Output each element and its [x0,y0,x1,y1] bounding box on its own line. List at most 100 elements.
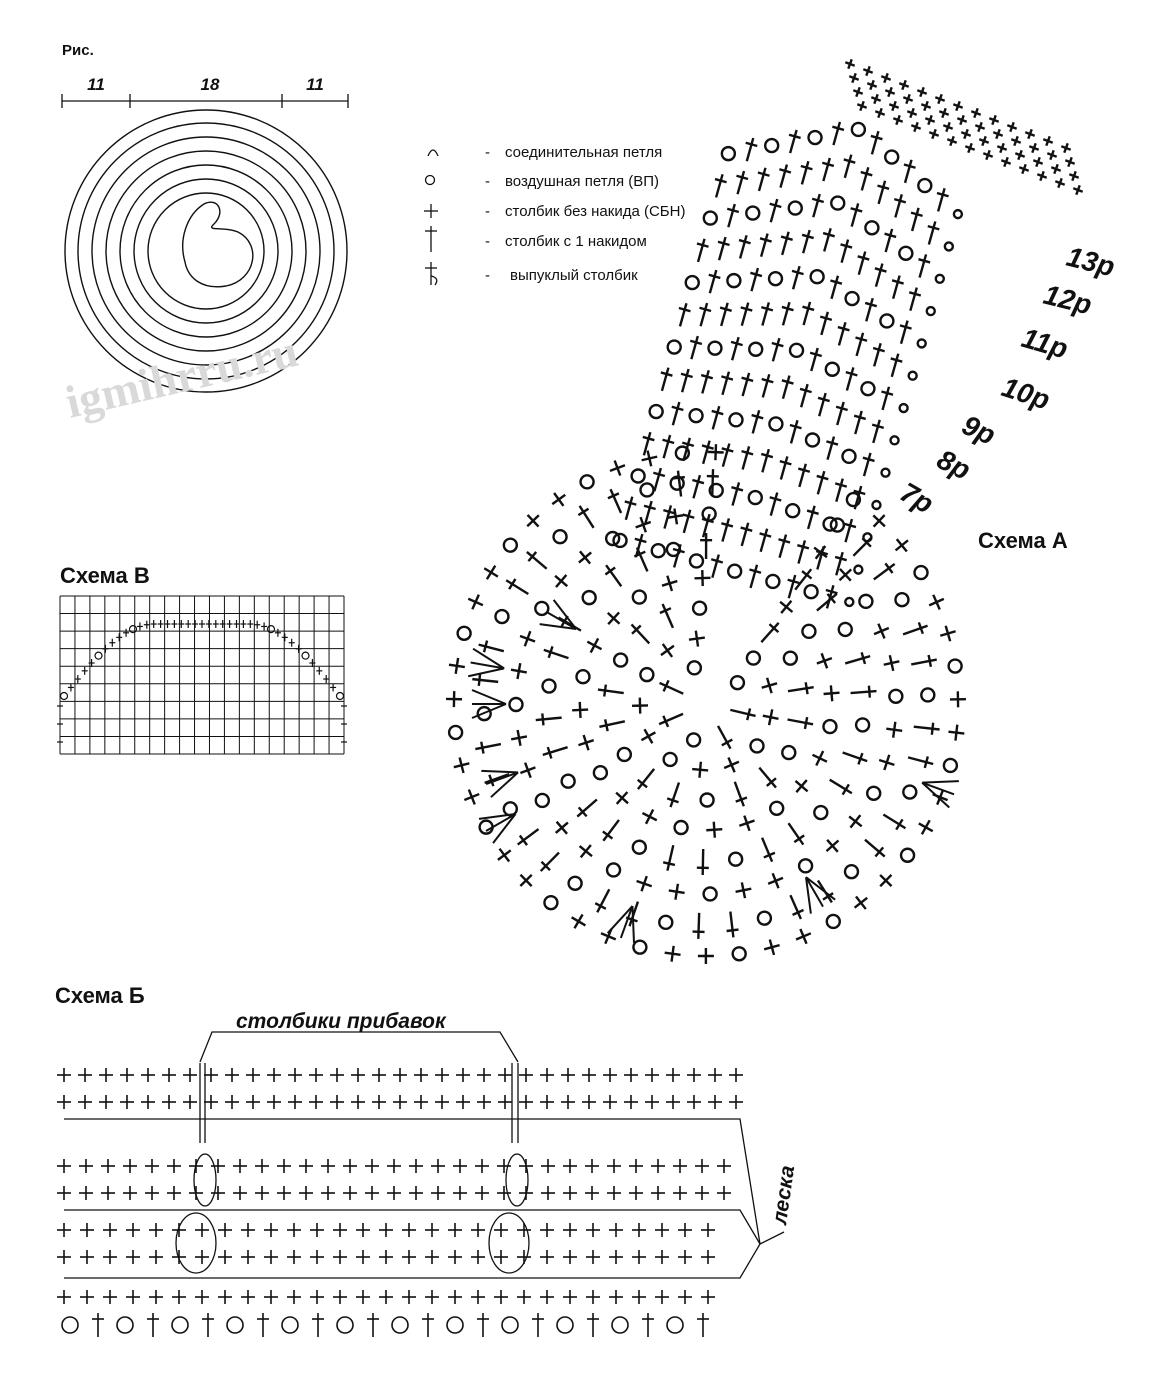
single-crochet-stitch [126,1223,140,1237]
double-crochet-stitch [202,1313,214,1337]
single-crochet-stitch [233,1159,247,1173]
single-crochet-stitch [167,1186,181,1200]
single-crochet-stitch [874,869,897,892]
single-crochet-stitch [629,1186,643,1200]
single-crochet-stitch [598,926,619,947]
single-crochet-stitch [656,639,678,661]
chain-stitch [690,554,703,567]
chain-stitch [282,1317,298,1333]
double-crochet-stitch [755,232,773,258]
single-crochet-stitch [568,910,590,932]
double-crochet-stitch [798,300,816,326]
chain-stitch [927,307,935,315]
fan-stitch [554,600,576,629]
chain-stitch [861,382,874,395]
single-crochet-stitch [609,1223,623,1237]
single-crochet-stitch [541,1186,555,1200]
single-crochet-stitch [1032,156,1045,169]
legend-item-slip-stitch: - соединительная петля [428,144,662,161]
fan-stitch [481,771,518,773]
single-crochet-stitch [78,1095,92,1109]
double-crochet-stitch [870,559,898,584]
single-crochet-stitch [701,1250,715,1264]
single-crochet-stitch [574,546,597,569]
single-crochet-stitch [425,1290,439,1304]
single-crochet-stitch [898,79,911,92]
double-crochet-stitch [736,301,754,327]
single-crochet-stitch [195,1223,209,1237]
row-label-12: 12р [1041,279,1095,321]
double-crochet-stitch [873,179,891,205]
chain-stitch [891,436,899,444]
double-crochet-stitch [656,366,674,392]
single-crochet-stitch [906,107,919,120]
single-crochet-stitch [602,607,625,630]
single-crochet-stitch [246,1068,260,1082]
single-crochet-stitch [609,1250,623,1264]
single-crochet-stitch [183,1068,197,1082]
double-crochet-stitch [747,409,765,435]
double-crochet-stitch [818,227,836,253]
single-crochet-stitch [288,1068,302,1082]
single-crochet-stitch [561,1095,575,1109]
chain-stitch [543,680,556,693]
single-crochet-stitch [563,1159,577,1173]
single-crochet-stitch [425,1223,439,1237]
double-crochet-stitch [822,435,840,461]
single-crochet-stitch [477,1068,491,1082]
single-crochet-stitch [1046,149,1059,162]
single-crochet-stitch [510,729,529,748]
double-crochet-stitch [727,481,745,507]
single-crochet-stitch [195,1290,209,1304]
single-crochet-stitch [540,1290,554,1304]
double-crochet-stitch [686,334,704,360]
schema-b-title: Схема Б [55,983,145,1008]
single-crochet-stitch [101,1186,115,1200]
double-crochet-stitch [724,911,739,938]
row-label-10: 10р [998,371,1053,415]
single-crochet-stitch [575,840,598,863]
schema-a-title: Схема А [978,528,1068,553]
double-crochet-stitch [514,824,542,849]
double-crochet-stitch [723,202,741,228]
single-crochet-stitch [78,1068,92,1082]
single-crochet-stitch [145,1186,159,1200]
double-crochet-stitch [755,764,781,792]
double-crochet-stitch [802,504,820,530]
single-crochet-stitch [964,142,977,155]
double-crochet-stitch [797,228,815,254]
single-crochet-stitch [57,1250,71,1264]
single-crochet-stitch [695,1186,709,1200]
single-crochet-stitch [1006,121,1019,134]
single-crochet-stitch [126,1250,140,1264]
chain-stitch [632,469,645,482]
chain-stitch [918,339,926,347]
single-crochet-stitch [737,813,757,833]
fishing-line-pointer [760,1232,784,1244]
single-crochet-stitch [585,1186,599,1200]
double-crochet-stitch [667,400,685,426]
single-crochet-stitch [970,107,983,120]
spiral-ring [78,123,334,379]
double-crochet-stitch [860,297,878,323]
double-crochet-stitch [913,721,940,736]
double-crochet-stitch [757,301,775,327]
double-crochet-stitch [736,521,754,547]
double-crochet-stitch [523,547,551,573]
chain-stitch [854,566,862,574]
chain-stitch [581,475,594,488]
legend-dash: - [485,144,490,161]
single-crochet-stitch [892,114,905,127]
single-crochet-stitch [446,691,462,707]
single-crochet-stitch [952,100,965,113]
single-crochet-stitch [264,1223,278,1237]
single-crochet-stitch [522,509,545,532]
single-crochet-stitch [540,1095,554,1109]
double-crochet-stitch [729,780,749,809]
single-crochet-stitch [162,1095,176,1109]
single-crochet-stitch [453,1186,467,1200]
double-crochet-stitch [688,474,706,500]
single-crochet-stitch [343,1186,357,1200]
single-crochet-stitch [655,1290,669,1304]
single-crochet-stitch [402,1290,416,1304]
